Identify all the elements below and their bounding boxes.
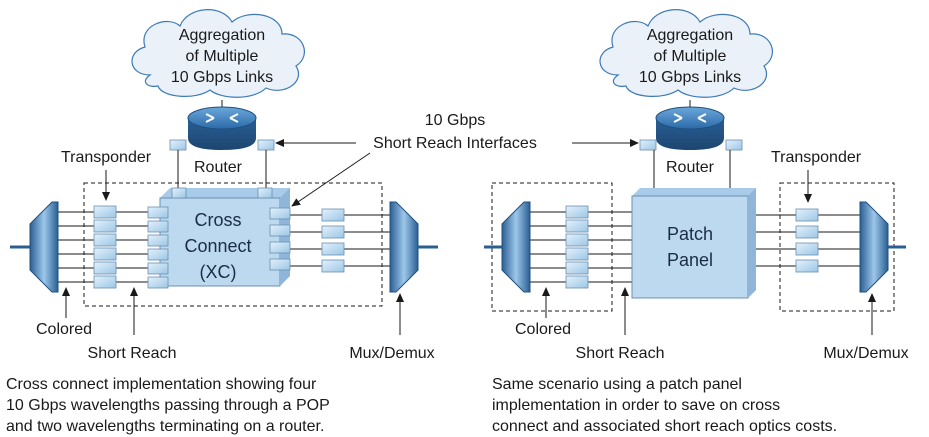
left-transponder-label: Transponder bbox=[61, 149, 152, 166]
left-caption-1: Cross connect implementation showing fou… bbox=[6, 376, 317, 393]
mux-icon bbox=[389, 201, 419, 293]
cloud-icon bbox=[599, 9, 773, 98]
cloud-line-1: Aggregation bbox=[179, 27, 265, 44]
left-mux-a bbox=[10, 201, 59, 293]
interfaces-callout: 10 Gbps Short Reach Interfaces bbox=[275, 112, 639, 207]
right-pop-boundary-left bbox=[491, 182, 613, 312]
right-transponder-stack-2 bbox=[795, 208, 819, 273]
right-cloud: Aggregation of Multiple 10 Gbps Links bbox=[599, 9, 773, 98]
left-pop-boundary bbox=[83, 182, 383, 307]
cloud-line-2: of Multiple bbox=[186, 48, 259, 65]
router-port-left bbox=[639, 139, 657, 151]
right-transponder-label: Transponder bbox=[771, 149, 862, 166]
router-port-right bbox=[257, 139, 275, 151]
router-arrows-icon bbox=[673, 113, 707, 123]
right-transponder-stack bbox=[565, 205, 589, 289]
mux-icon bbox=[29, 201, 59, 293]
left-colored-label: Colored bbox=[36, 321, 92, 338]
xc-ports-right bbox=[269, 207, 291, 271]
interfaces-arrow-xc bbox=[291, 152, 371, 207]
xc-top-port-right bbox=[257, 187, 273, 199]
left-caption-3: and two wavelengths terminating on a rou… bbox=[6, 418, 324, 435]
router-icon bbox=[187, 106, 257, 130]
cloud-line-3: 10 Gbps Links bbox=[639, 69, 741, 86]
right-mux-a bbox=[484, 201, 531, 293]
interfaces-line-1: 10 Gbps bbox=[425, 112, 485, 129]
right-short-reach-label: Short Reach bbox=[576, 345, 665, 362]
left-cloud: Aggregation of Multiple 10 Gbps Links bbox=[131, 9, 305, 98]
left-transponder-stack bbox=[93, 205, 117, 289]
left-mux-label: Mux/Demux bbox=[349, 345, 434, 362]
left-router-label: Router bbox=[194, 159, 243, 176]
patch-panel-box bbox=[631, 188, 756, 299]
xc-line-3: (XC) bbox=[200, 262, 237, 282]
router-arrows-icon bbox=[205, 113, 239, 123]
right-diagram: Aggregation of Multiple 10 Gbps Links Ro… bbox=[484, 9, 909, 435]
cloud-line-2: of Multiple bbox=[654, 48, 727, 65]
cloud-line-1: Aggregation bbox=[647, 27, 733, 44]
router-port-right bbox=[725, 139, 743, 151]
xc-top-port-left bbox=[171, 187, 187, 199]
router-icon bbox=[655, 106, 725, 130]
left-mux-b bbox=[389, 201, 438, 293]
left-diagram: Aggregation of Multiple 10 Gbps Links Ro… bbox=[6, 9, 438, 435]
panel-line-1: Patch bbox=[667, 224, 713, 244]
xc-line-1: Cross bbox=[194, 210, 241, 230]
right-router bbox=[639, 106, 743, 151]
left-router bbox=[169, 106, 275, 151]
interfaces-line-2: Short Reach Interfaces bbox=[373, 135, 537, 152]
xc-line-2: Connect bbox=[184, 236, 251, 256]
left-transponder-stack-2 bbox=[321, 208, 345, 273]
right-caption-3: connect and associated short reach optic… bbox=[492, 418, 837, 435]
right-mux-label: Mux/Demux bbox=[823, 345, 908, 362]
mux-icon bbox=[501, 201, 531, 293]
right-caption-1: Same scenario using a patch panel bbox=[492, 376, 742, 393]
right-router-label: Router bbox=[666, 159, 715, 176]
mux-icon bbox=[859, 201, 889, 293]
left-short-reach-label: Short Reach bbox=[88, 345, 177, 362]
right-colored-label: Colored bbox=[515, 321, 571, 338]
right-caption-2: implementation in order to save on cross bbox=[492, 397, 780, 414]
right-mux-b bbox=[859, 201, 906, 293]
cloud-line-3: 10 Gbps Links bbox=[171, 69, 273, 86]
cloud-icon bbox=[131, 9, 305, 98]
left-caption-2: 10 Gbps wavelengths passing through a PO… bbox=[6, 397, 330, 414]
router-port-left bbox=[169, 139, 187, 151]
xc-box bbox=[159, 188, 290, 287]
panel-line-2: Panel bbox=[667, 250, 713, 270]
xc-ports-left bbox=[147, 206, 169, 289]
